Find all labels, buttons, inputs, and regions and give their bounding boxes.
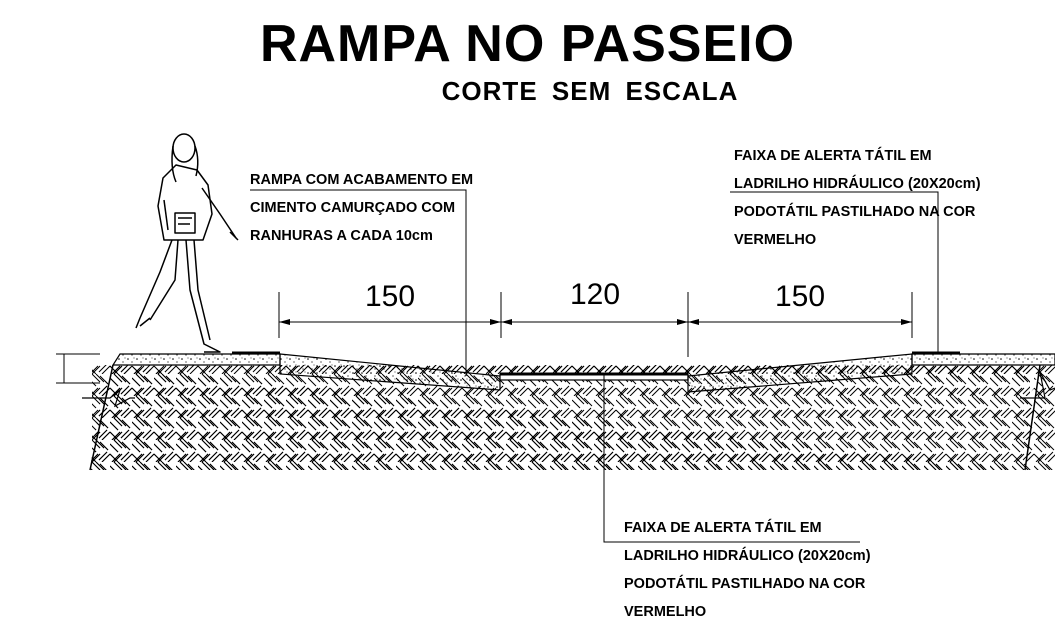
note-ramp-finish-line: RANHURAS A CADA 10cm — [250, 228, 433, 244]
note-tactile-bottom-line: VERMELHO — [624, 604, 707, 620]
note-tactile-top-line: VERMELHO — [734, 232, 817, 248]
drawing-subtitle: CORTE SEM ESCALA — [441, 76, 739, 106]
sidewalk-right-slab — [911, 353, 1055, 366]
leader-ramp-finish — [250, 189, 467, 376]
ground-soil-fill — [92, 365, 1030, 470]
ramp-right — [687, 353, 913, 393]
dim-label-right: 150 — [775, 280, 825, 313]
dim-label-center: 120 — [570, 278, 620, 311]
walking-woman-figure — [135, 133, 239, 353]
leader-tactile-top — [730, 191, 939, 354]
sidewalk-left-slab — [111, 353, 281, 366]
note-tactile-bottom: FAIXA DE ALERTA TÁTIL EM LADRILHO HIDRÁU… — [624, 514, 871, 625]
note-tactile-top-line: FAIXA DE ALERTA TÁTIL EM — [734, 148, 932, 164]
ground-right-edge — [1024, 364, 1041, 471]
note-ramp-finish: RAMPA COM ACABAMENTO EM CIMENTO CAMURÇAD… — [250, 166, 473, 250]
leader-tactile-bottom — [603, 374, 860, 543]
note-tactile-bottom-line: FAIXA DE ALERTA TÁTIL EM — [624, 520, 822, 536]
note-ramp-finish-line: RAMPA COM ACABAMENTO EM — [250, 172, 474, 188]
drawing-title: RAMPA NO PASSEIO — [259, 15, 796, 73]
break-left — [82, 388, 135, 408]
note-tactile-bottom-line: LADRILHO HIDRÁULICO (20X20cm) — [624, 548, 871, 564]
dim-label-left: 150 — [365, 280, 415, 313]
note-tactile-bottom-line: PODOTÁTIL PASTILHADO NA COR — [624, 576, 866, 592]
ramp-left — [279, 353, 501, 391]
note-tactile-top: FAIXA DE ALERTA TÁTIL EM LADRILHO HIDRÁU… — [734, 142, 981, 254]
break-right — [1020, 371, 1055, 399]
note-ramp-finish-line: CIMENTO CAMURÇADO COM — [250, 200, 456, 216]
note-tactile-top-line: PODOTÁTIL PASTILHADO NA COR — [734, 204, 976, 220]
ground-left-edge — [89, 364, 114, 471]
note-tactile-top-line: LADRILHO HIDRÁULICO (20X20cm) — [734, 176, 981, 192]
